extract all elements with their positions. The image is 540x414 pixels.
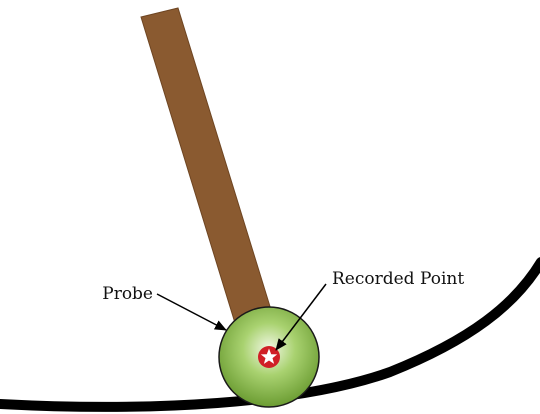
probe-stylus (140, 7, 277, 337)
recorded-point-marker (258, 346, 280, 368)
recorded-point-label: Recorded Point (332, 269, 464, 289)
probe-leader-line (156, 293, 227, 331)
surface-curve (0, 257, 540, 412)
recorded-point-leader-line (275, 283, 327, 351)
star-icon (260, 348, 278, 364)
probe-label: Probe (102, 284, 153, 304)
